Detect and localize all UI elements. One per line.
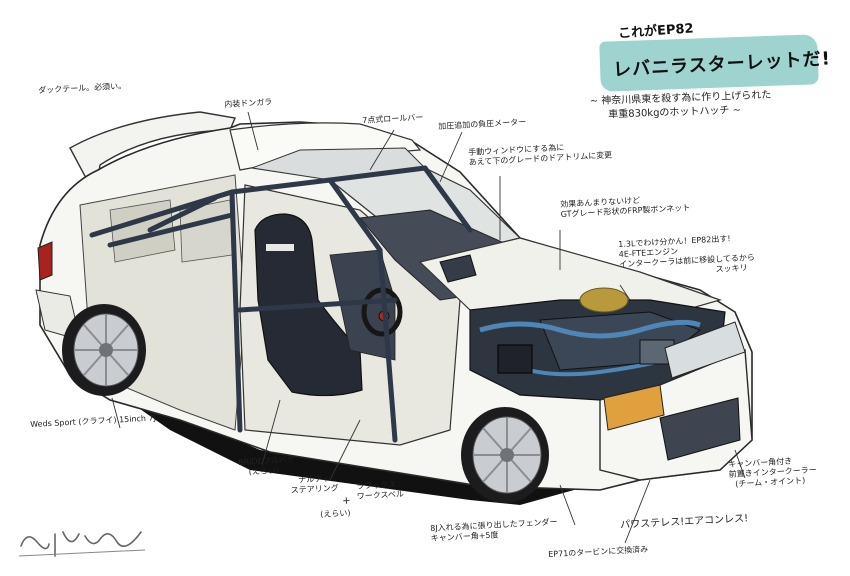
annotation-leaders (111, 111, 746, 544)
indicator-light (603, 384, 665, 431)
front-intercooler (659, 397, 741, 461)
battery (497, 344, 533, 374)
seat-logo (266, 244, 294, 251)
side-mirror (439, 254, 477, 283)
blue-hose (479, 319, 701, 339)
artist-signature (18, 531, 146, 557)
label-engine: 1.3Lでわけ分かん！EP82出す! 4E-FTEエンジン インタークーラは前に… (618, 234, 756, 274)
ground-shadow (120, 395, 640, 505)
label-ralliart: ラフィクス ワークスベル (356, 479, 405, 501)
headlight (664, 321, 746, 379)
intake-pipe (579, 287, 629, 313)
rear-wheel (62, 304, 146, 396)
label-plus: + (342, 495, 351, 507)
label-steering: ナルディ ステアリング (290, 473, 339, 495)
tail-light (37, 241, 53, 281)
label-bride-seat: BRIDEフルバケ (えらい) (238, 455, 296, 477)
label-intercooler: キャンバー角付き 前置きインタークーラー (チーム・オイント) (728, 456, 817, 489)
roll-cage (89, 165, 473, 443)
label-steering-praise: (えらい) (320, 508, 351, 519)
front-wheel (461, 407, 549, 503)
